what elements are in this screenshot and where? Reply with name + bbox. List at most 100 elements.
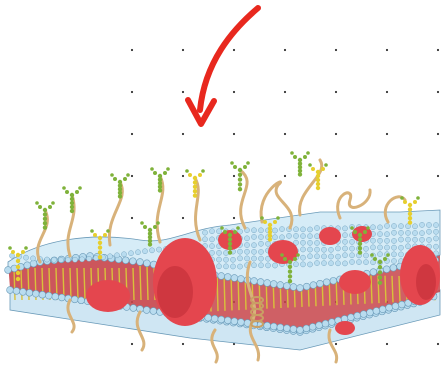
lipid-head: [330, 277, 337, 284]
sugar-bead: [283, 257, 287, 261]
sugar-bead: [358, 233, 362, 237]
lipid-head: [20, 288, 27, 295]
grid-dot: [335, 49, 337, 51]
sugar-bead: [123, 177, 127, 181]
lipid-head: [251, 278, 258, 285]
lipid-head: [277, 282, 284, 289]
lipid-head: [426, 222, 431, 227]
lipid-head: [405, 230, 410, 235]
grid-dot: [233, 91, 235, 93]
sugar-bead: [293, 257, 297, 261]
sugar-bead: [70, 209, 74, 213]
lipid-head: [78, 297, 85, 304]
lipid-head: [272, 235, 277, 240]
sugar-bead: [98, 245, 102, 249]
lipid-head: [258, 234, 263, 239]
lipid-head: [270, 323, 277, 330]
lipid-head: [244, 236, 249, 241]
sugar-bead: [228, 250, 232, 254]
protein-right-shade: [416, 264, 436, 300]
grid-dot: [335, 91, 337, 93]
lipid-head: [342, 239, 347, 244]
lipid-head: [433, 236, 438, 241]
lipid-head: [30, 256, 35, 261]
sugar-bead: [103, 233, 107, 237]
sugar-bead: [378, 270, 382, 274]
lipid-head: [354, 312, 361, 319]
arrow-shaft: [200, 8, 258, 110]
lipid-head: [300, 240, 305, 245]
sugar-bead: [316, 178, 320, 182]
sugar-bead: [316, 186, 320, 190]
lipid-head: [258, 256, 263, 261]
lipid-head: [321, 254, 326, 259]
lipid-head: [251, 228, 256, 233]
sugar-bead: [126, 173, 130, 177]
lipid-tail: [133, 268, 134, 300]
sugar-bead: [75, 190, 79, 194]
protein-small-left: [86, 280, 130, 312]
sugar-bead: [143, 225, 147, 229]
lipid-head: [317, 280, 324, 287]
lipid-head: [122, 257, 129, 264]
lipid-head: [258, 249, 263, 254]
sugar-bead: [38, 205, 42, 209]
sugar-bead: [156, 221, 160, 225]
lipid-head: [272, 263, 277, 268]
lipid-head: [230, 264, 235, 269]
sugar-bead: [193, 193, 197, 197]
lipid-head: [143, 260, 150, 267]
lipid-head: [209, 237, 214, 242]
lipid-head: [433, 222, 438, 227]
lipid-tail: [371, 275, 372, 303]
grid-dot: [437, 343, 439, 345]
lipid-head: [224, 317, 231, 324]
protein-large-left-shade: [157, 266, 193, 318]
grid-dot: [131, 49, 133, 51]
lipid-head: [335, 246, 340, 251]
lipid-head: [314, 254, 319, 259]
sugar-bead: [21, 250, 25, 254]
lipid-head: [307, 234, 312, 239]
grid-dot: [284, 175, 286, 177]
lipid-head: [300, 233, 305, 238]
lipid-head: [238, 319, 245, 326]
lipid-head: [9, 253, 14, 258]
lipid-head: [373, 308, 380, 315]
lipid-head: [398, 230, 403, 235]
lipid-head: [383, 266, 390, 273]
sugar-bead: [238, 173, 242, 177]
lipid-head: [314, 225, 319, 230]
sugar-bead: [90, 229, 94, 233]
lipid-tail: [140, 266, 141, 300]
sugar-bead: [358, 250, 362, 254]
grid-dot: [233, 217, 235, 219]
sugar-bead: [316, 182, 320, 186]
lipid-head: [391, 230, 396, 235]
grid-dot: [386, 133, 388, 135]
sugar-bead: [113, 177, 117, 181]
sugar-bead: [383, 257, 387, 261]
sugar-bead: [358, 242, 362, 246]
lipid-head: [231, 318, 238, 325]
lipid-head: [224, 274, 231, 281]
sugar-bead: [293, 155, 297, 159]
lipid-head: [218, 316, 225, 323]
lipid-head: [412, 237, 417, 242]
lipid-head: [363, 260, 368, 265]
protein-top-right-a: [319, 227, 341, 245]
lipid-head: [309, 323, 316, 330]
lipid-head: [316, 322, 323, 329]
sugar-bead: [228, 237, 232, 241]
lipid-head: [65, 257, 70, 262]
grid-dot: [386, 91, 388, 93]
sugar-bead: [43, 208, 47, 212]
lipid-head: [237, 256, 242, 261]
lipid-head: [51, 257, 56, 262]
lipid-head: [384, 245, 389, 250]
sugar-bead: [273, 220, 277, 224]
sugar-bead: [16, 265, 20, 269]
lipid-head: [26, 289, 33, 296]
lipid-head: [257, 279, 264, 286]
lipid-head: [342, 233, 347, 238]
